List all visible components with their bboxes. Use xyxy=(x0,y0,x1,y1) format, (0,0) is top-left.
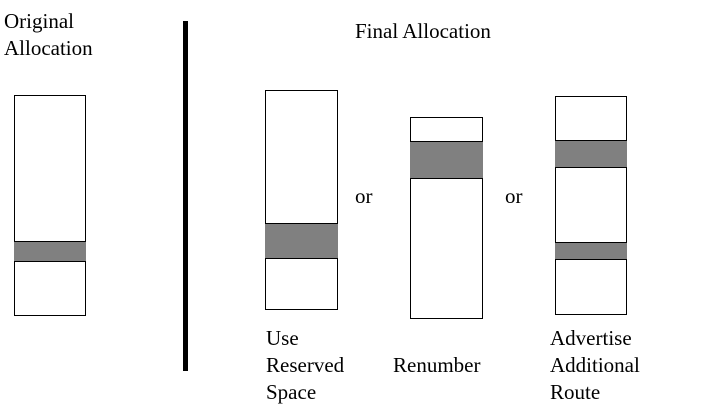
allocation-segment xyxy=(265,223,338,259)
original-allocation-bar xyxy=(14,95,86,316)
original-allocation-heading: Original Allocation xyxy=(4,9,93,60)
advertise-additional-route-bar xyxy=(555,96,627,315)
renumber-bar xyxy=(410,117,483,319)
use-reserved-space-label: Use Reserved Space xyxy=(266,326,345,404)
advertise-additional-route-label: Advertise Additional Route xyxy=(550,326,640,404)
allocation-segment xyxy=(410,141,483,179)
or-connector-second: or xyxy=(505,184,523,208)
vertical-divider xyxy=(183,21,188,371)
allocation-segment xyxy=(14,241,86,262)
allocation-segment xyxy=(555,242,627,260)
final-allocation-heading: Final Allocation xyxy=(355,19,491,43)
allocation-segment xyxy=(555,140,627,168)
or-connector-first: or xyxy=(355,184,373,208)
renumber-label: Renumber xyxy=(393,353,481,377)
use-reserved-space-bar xyxy=(265,90,338,310)
